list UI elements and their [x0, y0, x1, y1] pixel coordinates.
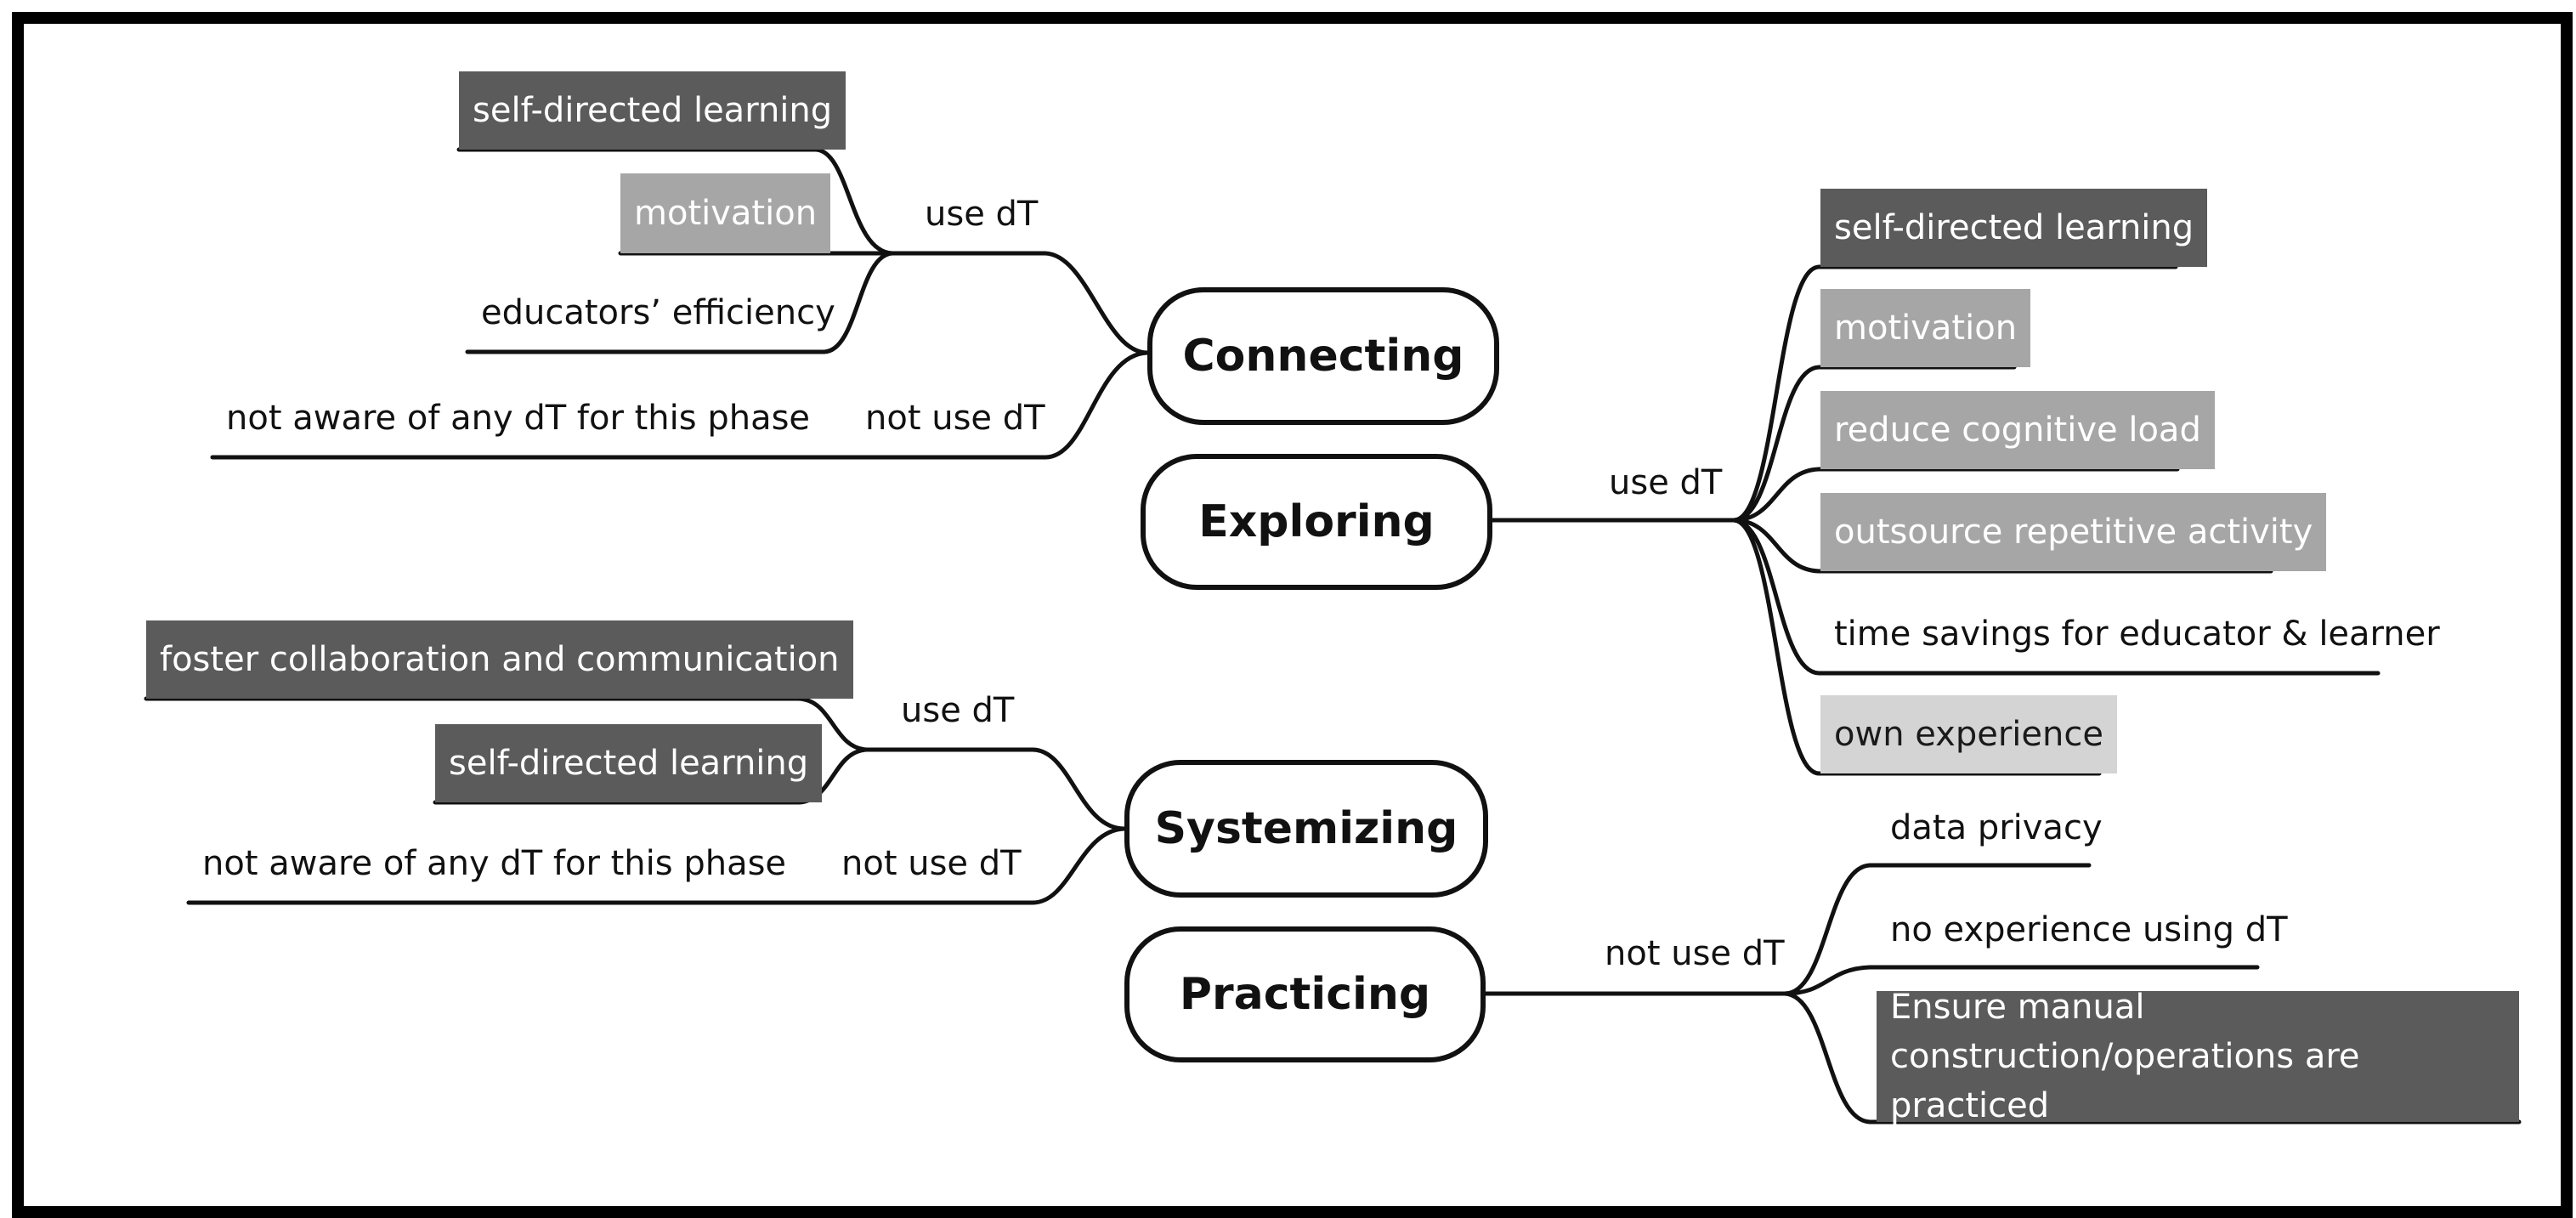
connector [144, 696, 869, 752]
branch-label-not-use: not use dT [841, 844, 1022, 883]
connector [1782, 965, 2260, 996]
reason-node: Ensure manual construction/operations ar… [1877, 988, 2519, 1125]
reason-node: self-directed learning [459, 71, 846, 150]
reason-node: own experience [1820, 695, 2117, 773]
connector [1731, 518, 2102, 776]
reason-node: reduce cognitive load [1820, 391, 2215, 469]
connector [1731, 365, 2017, 523]
connector [456, 147, 895, 256]
connector [1731, 467, 2180, 523]
branch-label-not-use: not use dT [1605, 934, 1785, 973]
reason-node: motivation [620, 173, 831, 253]
reason-node: no experience using dT [1890, 910, 2288, 949]
reason-node: foster collaboration and communication [146, 620, 853, 699]
branch-label-use: use dT [925, 195, 1039, 234]
branch-label-use: use dT [1609, 463, 1723, 502]
connector [1782, 991, 2522, 1125]
hub-systemizing: Systemizing [1124, 760, 1488, 898]
connector [1731, 264, 2178, 523]
hub-practicing: Practicing [1124, 926, 1486, 1062]
reason-node: motivation [1820, 289, 2031, 367]
connector [1782, 863, 2092, 996]
branch-label-not-use: not use dT [865, 399, 1045, 438]
reason-node: outsource repetitive activity [1820, 493, 2327, 571]
reason-node: self-directed learning [1820, 189, 2208, 267]
reason-node: data privacy [1890, 808, 2103, 847]
connector [465, 251, 895, 354]
hub-exploring: Exploring [1141, 454, 1492, 590]
reason-node: not aware of any dT for this phase [202, 844, 787, 883]
connector [890, 251, 1150, 355]
connector [210, 350, 1150, 460]
reason-node: not aware of any dT for this phase [226, 399, 811, 438]
connector [186, 826, 1127, 905]
reason-node: self-directed learning [435, 724, 823, 802]
connector [1731, 518, 2381, 676]
hub-connecting: Connecting [1147, 287, 1499, 425]
reason-node: educators’ efficiency [481, 293, 835, 332]
reason-node: time savings for educator & learner [1834, 615, 2440, 654]
connector [864, 747, 1127, 831]
connector [1731, 518, 2273, 574]
branch-label-use: use dT [901, 691, 1015, 730]
